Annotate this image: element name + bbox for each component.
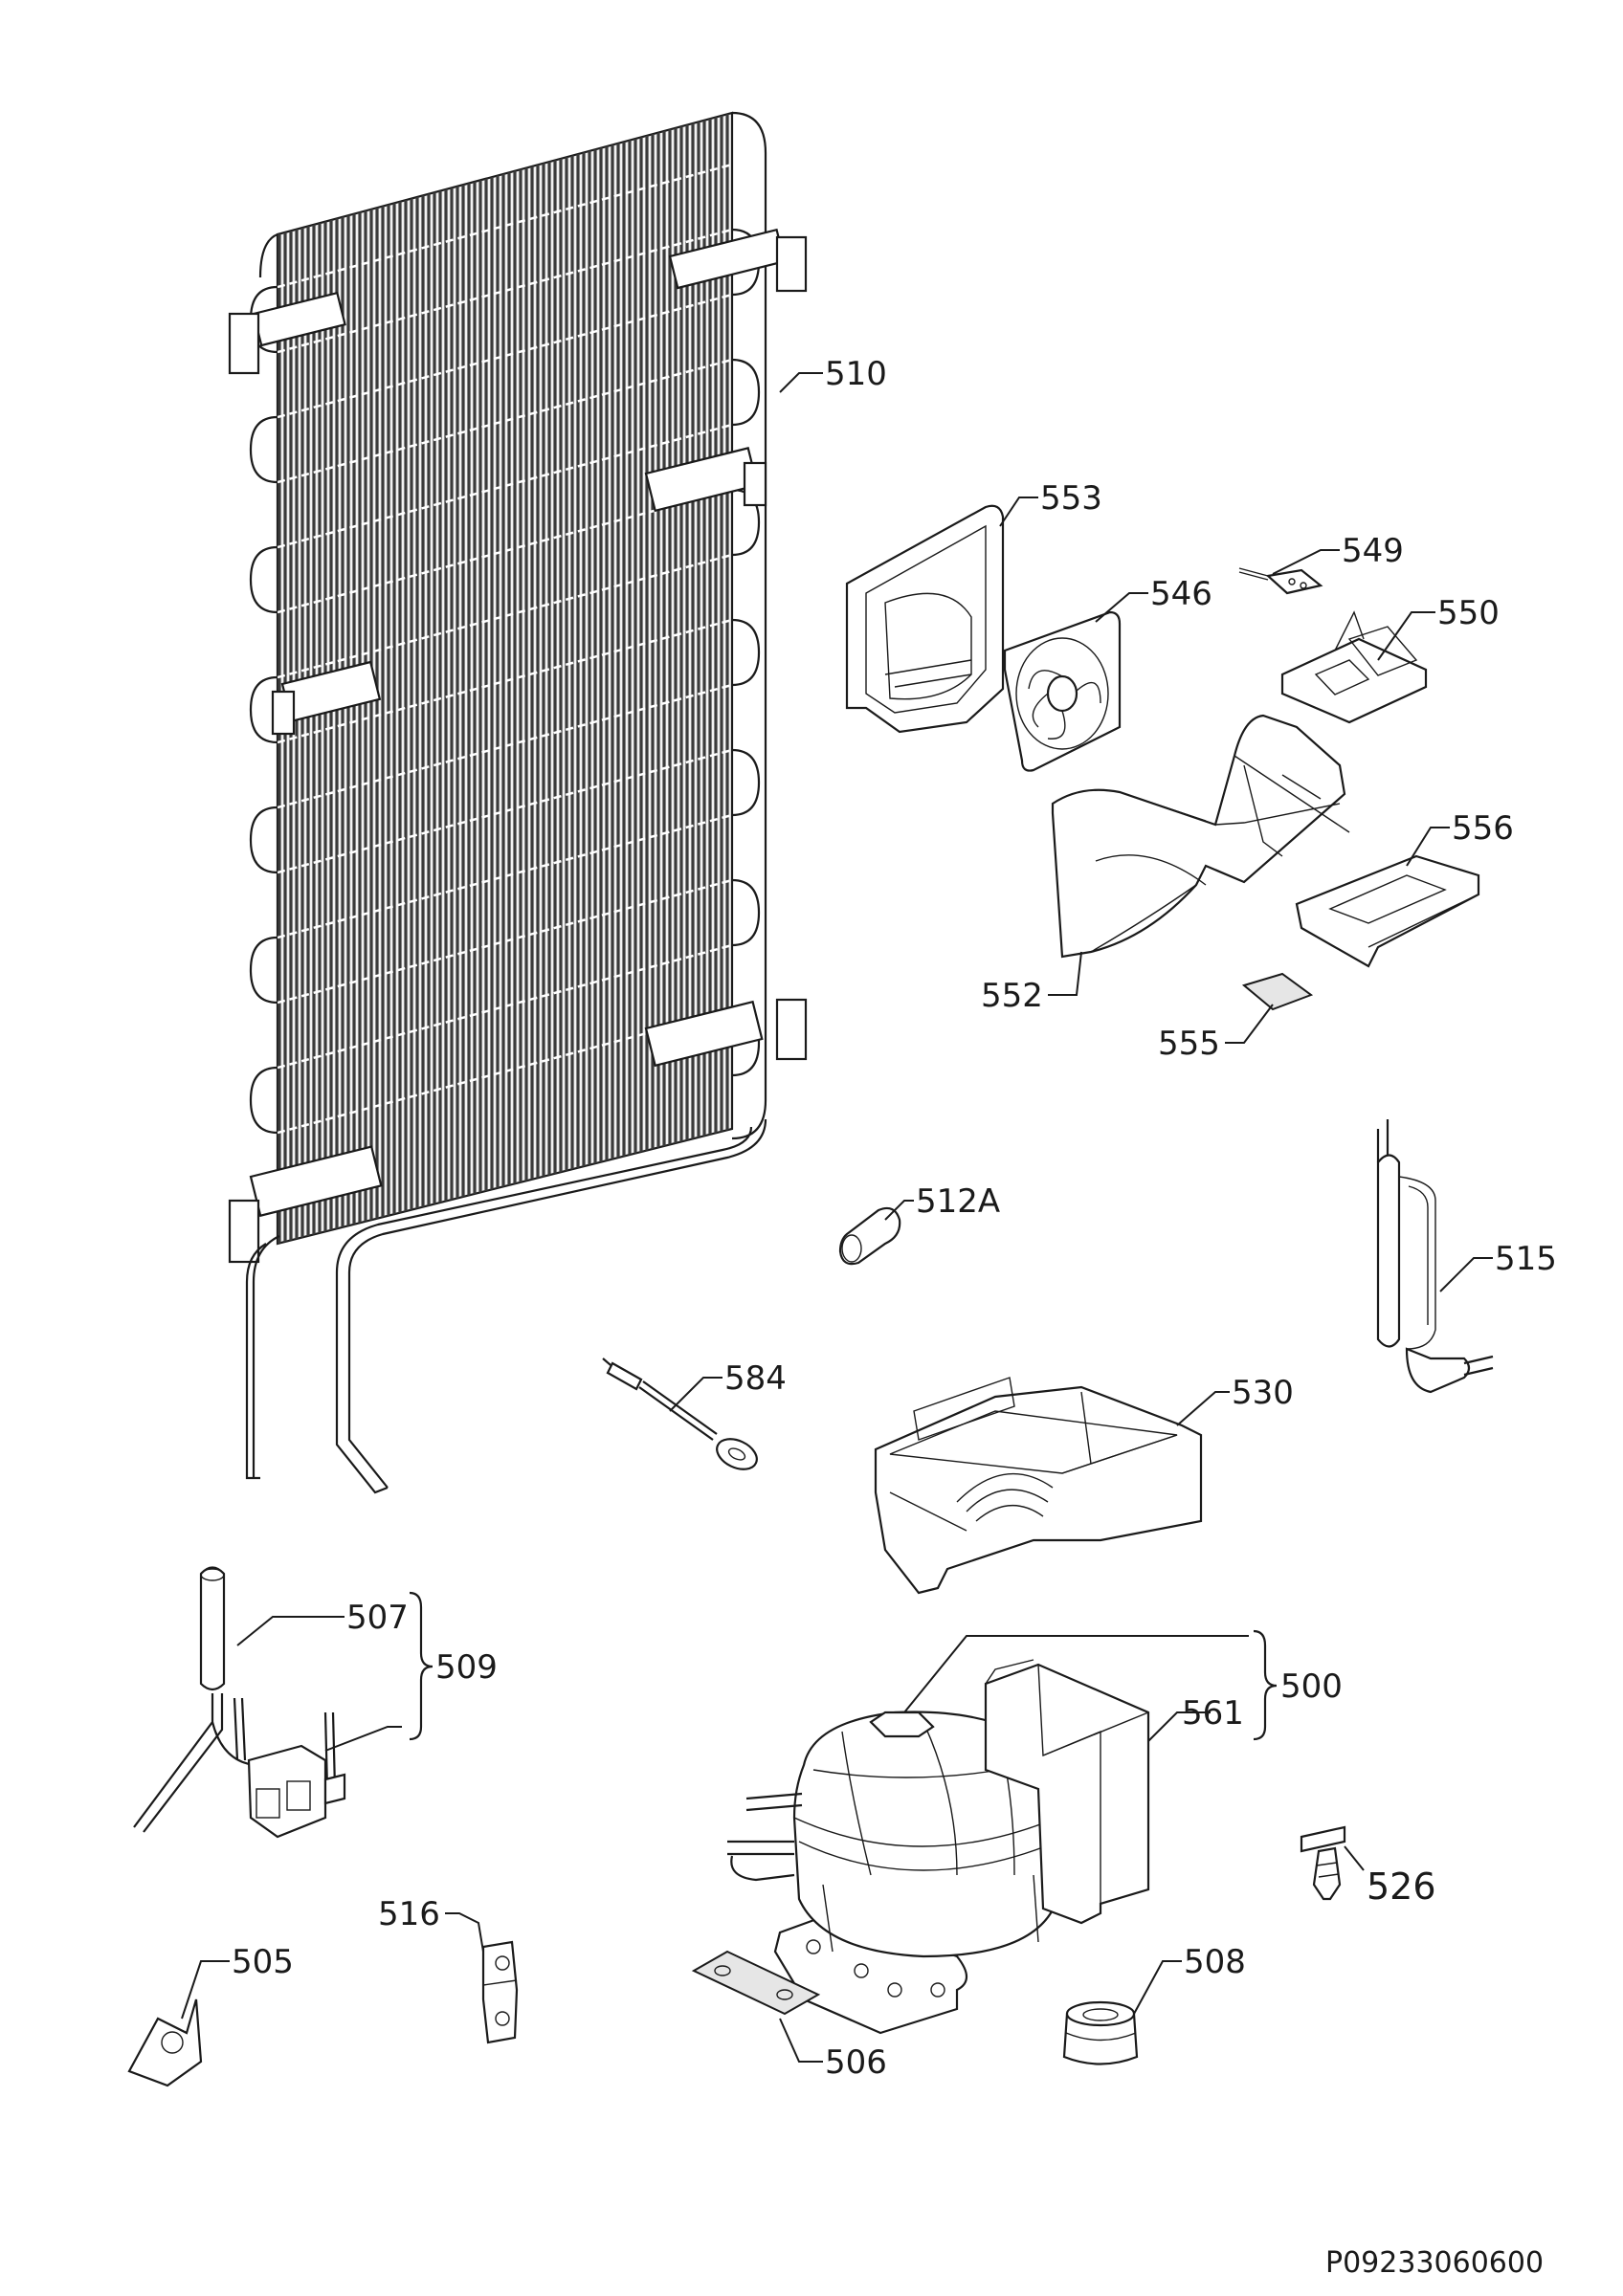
temperature-probe-584 bbox=[602, 1358, 758, 1470]
condenser-tube-pass bbox=[278, 163, 732, 289]
base-gasket-506 bbox=[691, 1950, 821, 2016]
connector-sleeve-512A bbox=[838, 1206, 901, 1266]
condenser-tube-pass bbox=[278, 813, 732, 939]
label-507: 507 bbox=[346, 1599, 409, 1637]
fan-cover-553 bbox=[845, 504, 1005, 734]
dryer-valve-assembly bbox=[233, 1697, 346, 1839]
condenser-tube-pass bbox=[278, 748, 732, 874]
mounting-plate-505 bbox=[127, 1998, 203, 2087]
condenser-tube-bend bbox=[249, 936, 278, 1004]
label-516: 516 bbox=[378, 1895, 440, 1933]
condenser-tube-bend bbox=[249, 675, 278, 744]
condenser-bracket-top-right bbox=[668, 228, 808, 293]
air-duct-552 bbox=[1051, 714, 1350, 959]
condenser-tube-bend bbox=[731, 748, 761, 817]
condenser-bracket-bottom-left bbox=[228, 1145, 383, 1264]
condenser-tube-pass bbox=[278, 228, 732, 354]
condenser-tube-pass bbox=[278, 553, 732, 679]
label-546: 546 bbox=[1150, 575, 1212, 613]
drip-tray-530 bbox=[874, 1377, 1203, 1595]
sensor-bracket-550 bbox=[1280, 610, 1428, 724]
rubber-grommet-508 bbox=[1062, 2000, 1139, 2065]
condenser-tube-pass bbox=[278, 878, 732, 1004]
label-506: 506 bbox=[825, 2043, 887, 2082]
label-556: 556 bbox=[1452, 809, 1514, 848]
label-555: 555 bbox=[1158, 1025, 1220, 1063]
condenser-bracket-bottom-right bbox=[644, 998, 808, 1068]
condenser-tube-pass bbox=[278, 293, 732, 419]
dryer-filter-507 bbox=[133, 1566, 255, 1833]
condenser-tube-pass bbox=[278, 683, 732, 809]
condenser-bracket-top-left bbox=[228, 291, 346, 375]
label-584: 584 bbox=[724, 1359, 787, 1398]
pipe-clip-516 bbox=[481, 1940, 519, 2044]
label-508: 508 bbox=[1184, 1943, 1246, 1981]
label-512A: 512A bbox=[916, 1182, 1000, 1221]
label-500: 500 bbox=[1280, 1667, 1343, 1706]
label-561: 561 bbox=[1182, 1694, 1244, 1733]
push-rivet-526 bbox=[1300, 1825, 1346, 1901]
label-549: 549 bbox=[1342, 532, 1404, 570]
label-509: 509 bbox=[435, 1648, 498, 1687]
drawer-556 bbox=[1295, 854, 1480, 968]
condenser-tube-bend bbox=[249, 545, 278, 614]
condenser-tube-pass bbox=[278, 358, 732, 484]
condenser-coil bbox=[228, 111, 808, 1494]
label-552: 552 bbox=[981, 977, 1043, 1015]
condenser-tube-pass bbox=[278, 618, 732, 744]
filter-pad-555 bbox=[1241, 972, 1314, 1011]
label-553: 553 bbox=[1040, 479, 1102, 518]
label-530: 530 bbox=[1232, 1374, 1294, 1412]
condenser-tube-bend bbox=[731, 358, 761, 427]
condenser-tube-pass bbox=[278, 423, 732, 549]
leader-lines bbox=[181, 372, 1493, 2063]
brace-500 bbox=[1253, 1629, 1278, 1741]
condenser-bracket-mid-left bbox=[271, 660, 382, 736]
label-526: 526 bbox=[1367, 1866, 1436, 1908]
label-505: 505 bbox=[232, 1943, 294, 1981]
condenser-tube-bend bbox=[731, 878, 761, 947]
fan-546 bbox=[1003, 610, 1122, 772]
condenser-tube-bend bbox=[249, 806, 278, 874]
condenser-tube-bend bbox=[249, 415, 278, 484]
document-code: P09233060600 bbox=[1325, 2246, 1544, 2280]
condenser-tube-bend bbox=[249, 1066, 278, 1135]
thermal-sensor-549 bbox=[1238, 567, 1323, 595]
label-510: 510 bbox=[825, 355, 887, 393]
condenser-tube-pass bbox=[278, 943, 732, 1070]
starter-box-561 bbox=[984, 1659, 1150, 1925]
condenser-bracket-mid-right bbox=[644, 447, 767, 513]
label-550: 550 bbox=[1437, 594, 1500, 632]
part-labels: 510 553 549 546 550 556 552 555 512A 515… bbox=[232, 355, 1557, 2082]
label-515: 515 bbox=[1495, 1240, 1557, 1278]
heater-element-515 bbox=[1376, 1119, 1494, 1394]
brace-509 bbox=[409, 1591, 434, 1741]
condenser-tube-bend bbox=[731, 618, 761, 687]
